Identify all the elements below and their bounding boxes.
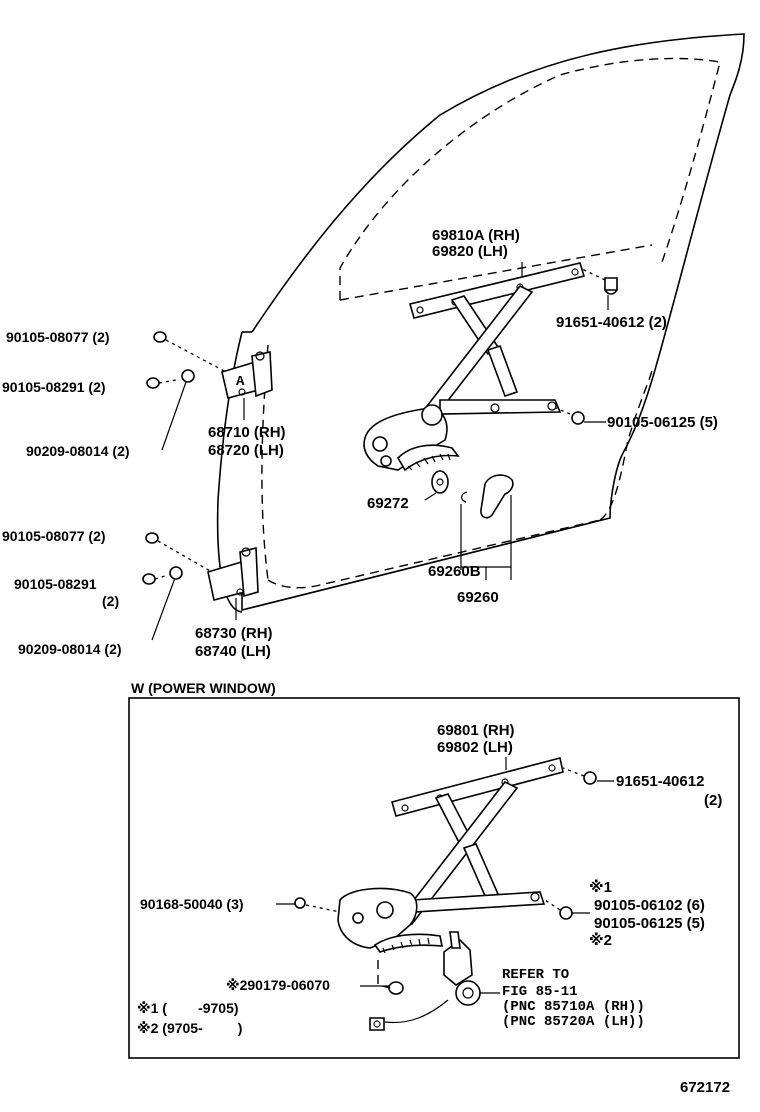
refer-line-3: (PNC 85710A (RH)) (502, 999, 645, 1015)
upper-hinge-drawing: A (146, 331, 273, 399)
power-bolt-91651-qty: (2) (704, 792, 722, 809)
bolt-90105-06125-label: 90105-06125 (5) (607, 414, 718, 431)
lower-bolt-08077-label: 90105-08077 (2) (2, 528, 106, 544)
bolt-91651-label: 91651-40612 (2) (556, 314, 667, 331)
power-regulator-label-rh: 69801 (RH) (437, 722, 515, 739)
upper-hinge-label-lh: 68720 (LH) (208, 442, 284, 459)
leader-lines (151, 262, 609, 641)
lower-bolt-08291-qty: (2) (102, 593, 119, 609)
refer-line-4: (PNC 85720A (LH)) (502, 1014, 645, 1030)
refer-line-2: FIG 85-11 (502, 984, 578, 1000)
power-bolt-06125-label: 90105-06125 (5) (594, 915, 705, 932)
part-69272-label: 69272 (367, 495, 409, 512)
handle-label-2: 69260 (457, 589, 499, 606)
figure-number: 672172 (680, 1079, 730, 1096)
lower-washer-08014-label: 90209-08014 (2) (18, 641, 122, 657)
lower-hinge-label-rh: 68730 (RH) (195, 625, 273, 642)
upper-bolt-08077-label: 90105-08077 (2) (6, 329, 110, 345)
refer-line-1: REFER TO (502, 967, 569, 983)
regulator-label-rh: 69810A (RH) (432, 227, 520, 244)
lower-hinge-label-lh: 68740 (LH) (195, 643, 271, 660)
handle-label-1: 69260B (428, 563, 481, 580)
regulator-label-lh: 69820 (LH) (432, 243, 508, 260)
upper-hinge-label-rh: 68710 (RH) (208, 424, 286, 441)
manual-regulator-drawing (363, 262, 618, 519)
power-regulator-label-lh: 69802 (LH) (437, 739, 513, 756)
hinge-marking: A (236, 374, 245, 390)
upper-washer-08014-label: 90209-08014 (2) (26, 443, 130, 459)
power-regulator-drawing (294, 757, 597, 1031)
note-mark-2: ※2 (9705- ) (137, 1020, 242, 1036)
power-leader-lines (276, 757, 614, 994)
power-window-title: W (POWER WINDOW) (131, 680, 276, 696)
power-window-frame (128, 697, 740, 1059)
power-bolt-90168-label: 90168-50040 (3) (140, 896, 244, 912)
upper-bolt-08291-label: 90105-08291 (2) (2, 379, 106, 395)
power-bolt-06102-label: 90105-06102 (6) (594, 897, 705, 914)
note-mark-1: ※1 ( -9705) (137, 1000, 239, 1016)
power-bolt-06070-label: ※290179-06070 (226, 977, 330, 993)
lower-bolt-08291-label: 90105-08291 (14, 576, 97, 592)
power-bolt-91651-label: 91651-40612 (616, 773, 704, 790)
mark-1: ※1 (589, 878, 612, 896)
lower-hinge-drawing (142, 532, 259, 601)
mark-2: ※2 (589, 931, 612, 949)
